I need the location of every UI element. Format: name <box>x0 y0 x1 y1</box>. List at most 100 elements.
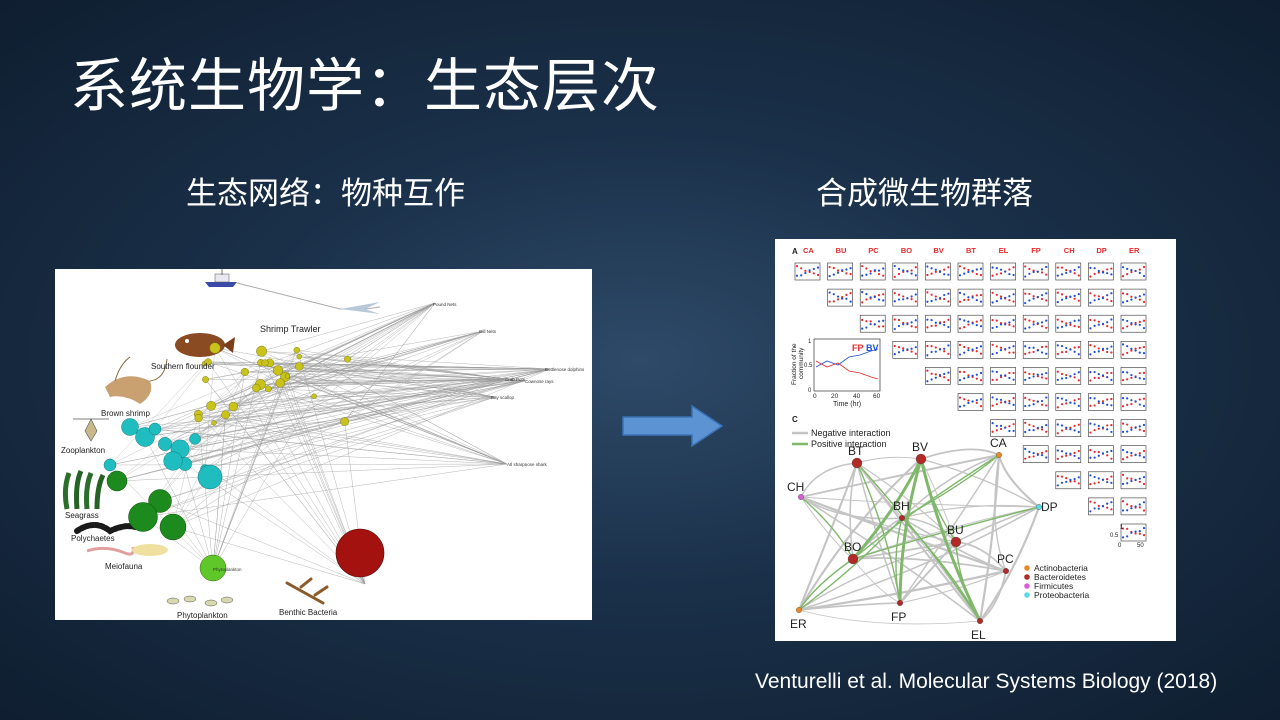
abundance-point <box>1008 346 1011 349</box>
abundance-point <box>1101 347 1105 350</box>
abundance-point <box>1097 400 1100 403</box>
pairwise-plot-cell <box>957 341 984 359</box>
trawler-boat-icon <box>205 269 381 314</box>
abundance-point <box>1012 273 1015 277</box>
negative-interaction-edge <box>997 454 1040 508</box>
pairwise-plot-cell <box>1022 445 1049 463</box>
food-web-edge <box>172 378 506 462</box>
food-web-edge <box>256 378 506 389</box>
abundance-point <box>865 320 868 323</box>
food-web-edge <box>213 302 436 424</box>
abundance-point <box>1069 321 1072 324</box>
abundance-point <box>1056 266 1059 269</box>
abundance-point <box>963 267 966 270</box>
abundance-point <box>1142 265 1146 269</box>
abundance-point <box>1060 273 1064 276</box>
abundance-point <box>958 291 962 294</box>
abundance-point <box>1142 397 1146 400</box>
abundance-point <box>1065 322 1068 325</box>
positive-interaction-edge <box>852 506 1040 560</box>
abundance-point <box>1077 482 1080 485</box>
abundance-point <box>1028 346 1031 349</box>
negative-interaction-edge <box>800 462 858 498</box>
abundance-point <box>1008 376 1011 380</box>
pairwise-plot-cell <box>1055 288 1082 307</box>
label-brown-shrimp: Brown shrimp <box>101 409 150 418</box>
abundance-point <box>1036 349 1039 352</box>
abundance-point <box>934 321 937 324</box>
abundance-point <box>1138 480 1141 483</box>
abundance-point <box>1093 507 1096 510</box>
abundance-point <box>1024 396 1027 399</box>
abundance-point <box>1121 343 1125 346</box>
food-web-edge <box>212 382 281 570</box>
abundance-point <box>902 269 905 272</box>
inset-legend-bv: BV <box>866 343 879 353</box>
pairwise-plot-cell <box>1055 419 1082 437</box>
fish-node <box>252 383 261 393</box>
abundance-point <box>1138 351 1141 354</box>
negative-interaction-edge <box>901 504 1040 519</box>
abundance-point <box>1012 300 1015 303</box>
abundance-point <box>1106 298 1109 301</box>
invertebrate-node <box>158 437 172 451</box>
abundance-point <box>1077 397 1080 401</box>
abundance-point <box>865 267 868 270</box>
abundance-point <box>1121 301 1125 304</box>
species-node-label: BT <box>848 444 864 458</box>
abundance-point <box>1130 428 1133 431</box>
abundance-point <box>1101 400 1105 403</box>
pairwise-plot-cell <box>1088 367 1114 385</box>
abundance-point <box>995 403 998 406</box>
abundance-point <box>1121 458 1125 461</box>
phylum-dot-actinobacteria <box>1024 565 1030 571</box>
abundance-point <box>943 320 946 324</box>
inset-xtick-60: 60 <box>873 393 881 400</box>
abundance-point <box>910 325 913 328</box>
abundance-point <box>1045 352 1048 355</box>
abundance-point <box>1060 351 1064 354</box>
abundance-point <box>1032 295 1035 298</box>
abundance-point <box>995 351 998 355</box>
food-web-edge <box>344 302 436 422</box>
abundance-point <box>1012 378 1015 381</box>
abundance-point <box>816 273 820 277</box>
pairwise-plot-cell <box>1088 341 1114 359</box>
abundance-point <box>828 275 831 278</box>
abundance-point <box>861 318 864 322</box>
abundance-point <box>1097 507 1100 510</box>
abundance-point <box>995 370 998 374</box>
abundance-point <box>1093 319 1096 322</box>
abundance-point <box>1065 324 1068 327</box>
abundance-point <box>1106 480 1109 484</box>
abundance-point <box>1073 373 1076 376</box>
food-web-edge <box>244 368 551 373</box>
negative-interaction-edge <box>856 462 981 622</box>
abundance-point <box>910 321 913 324</box>
pairwise-plot-cell <box>990 419 1016 437</box>
abundance-point <box>1065 346 1068 350</box>
abundance-point <box>1008 399 1011 403</box>
abundance-point <box>1126 267 1129 270</box>
abundance-point <box>1138 403 1141 406</box>
abundance-point <box>1036 453 1039 457</box>
species-node-bv <box>915 453 927 465</box>
abundance-point <box>914 346 917 349</box>
abundance-point <box>1036 375 1039 378</box>
abundance-point <box>1126 403 1129 407</box>
abundance-point <box>1110 397 1113 401</box>
abundance-point <box>991 378 994 381</box>
abundance-point <box>882 267 885 270</box>
abundance-point <box>1106 478 1109 481</box>
species-node-pc <box>1003 568 1009 574</box>
abundance-point <box>897 298 901 301</box>
abundance-point <box>1106 424 1109 427</box>
abundance-point <box>975 350 978 353</box>
abundance-point <box>938 348 942 351</box>
species-node-er <box>796 607 802 613</box>
abundance-point <box>979 273 983 277</box>
abundance-point <box>1130 454 1133 457</box>
abundance-point <box>1142 345 1146 349</box>
corner-ytick-0: 0 <box>1118 543 1122 549</box>
positive-interaction-edge <box>851 458 923 560</box>
